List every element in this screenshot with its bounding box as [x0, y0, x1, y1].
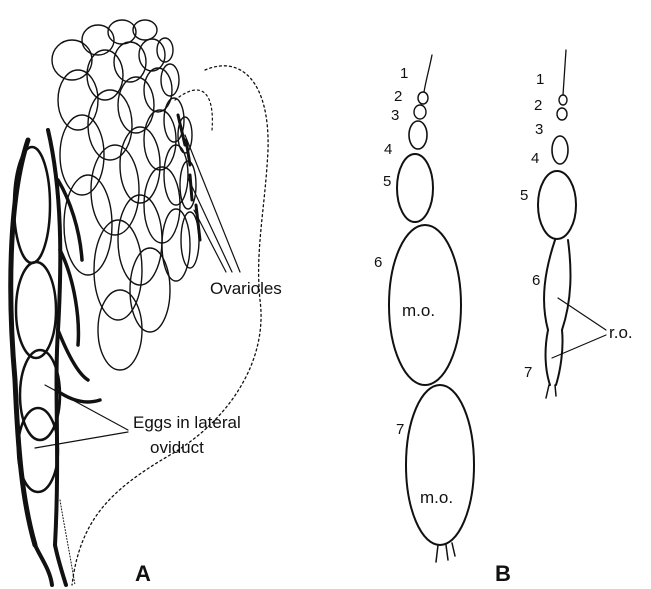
calyx-stalk [35, 545, 66, 585]
right-stage-2: 2 [534, 98, 542, 113]
follicle-4-left [409, 121, 427, 149]
follicle-5-left [397, 154, 433, 222]
egg-lateral-4 [18, 408, 58, 492]
left-stage-5: 5 [383, 174, 391, 189]
right-stage-7: 7 [524, 365, 532, 380]
ovary-illustration [11, 20, 268, 585]
right-stage-4: 4 [531, 151, 539, 166]
germarium-filament [424, 55, 432, 92]
pedicel-right [546, 385, 556, 398]
egg-lateral-2 [16, 262, 56, 358]
left-stage-6: 6 [374, 255, 382, 270]
left-stage-1: 1 [400, 66, 408, 81]
mature-oocyte-label-7: m.o. [420, 489, 453, 506]
eggs-label-line1: Eggs in lateral [133, 414, 241, 431]
follicle-6-right [544, 240, 570, 330]
eggs-label-line2: oviduct [150, 439, 204, 456]
germarium-filament-right [563, 50, 566, 95]
panel-b-letter: B [495, 563, 511, 585]
follicle-7-left [406, 385, 474, 545]
right-stage-6: 6 [532, 273, 540, 288]
ovariole-group [52, 20, 199, 370]
resorbed-oocyte-label: r.o. [609, 324, 633, 341]
right-stage-3: 3 [535, 122, 543, 137]
oviduct-branches [56, 180, 100, 402]
follicle-4-right [552, 136, 568, 164]
ro-leaders [552, 298, 606, 358]
ovarioles-label: Ovarioles [210, 280, 282, 297]
follicle-3-right [557, 108, 567, 120]
follicle-2-right [559, 95, 567, 105]
right-stage-5: 5 [520, 188, 528, 203]
follicle-2-left [418, 92, 428, 104]
left-stage-2: 2 [394, 89, 402, 104]
follicle-5-right [538, 171, 576, 239]
ovariole-resorbed [538, 50, 576, 398]
right-stage-1: 1 [536, 72, 544, 87]
egg-lateral-1 [14, 147, 50, 263]
left-stage-7: 7 [396, 422, 404, 437]
left-stage-4: 4 [384, 142, 392, 157]
terminal-filaments [178, 115, 200, 240]
left-stage-3: 3 [391, 108, 399, 123]
follicle-3-left [414, 105, 426, 119]
panel-a-letter: A [135, 563, 151, 585]
mature-oocyte-label-6: m.o. [402, 302, 435, 319]
ovary-sheath-outline [72, 66, 268, 585]
